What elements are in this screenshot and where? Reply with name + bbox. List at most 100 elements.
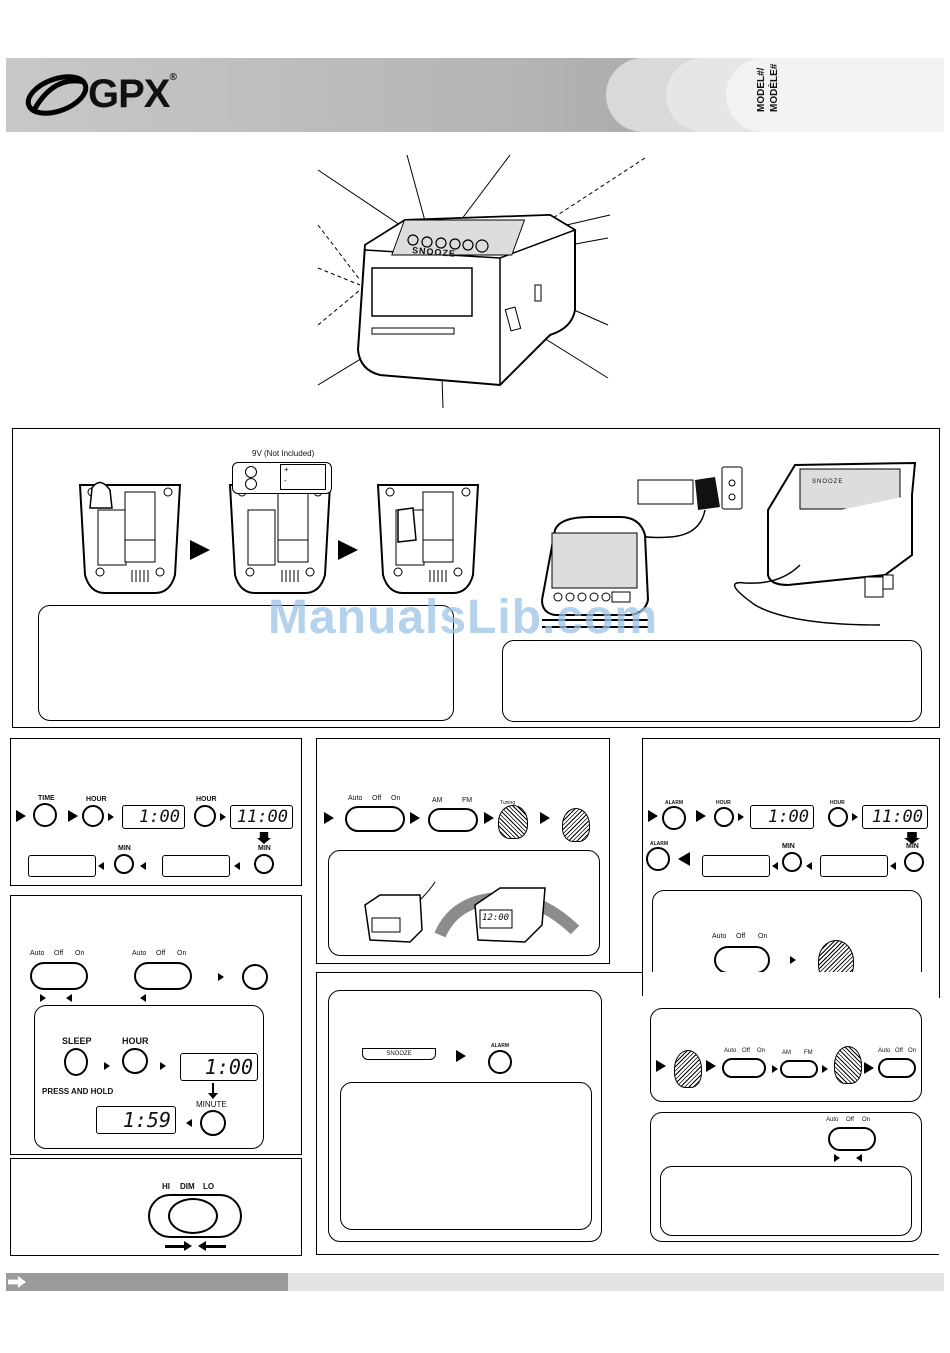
arrow xyxy=(864,1062,874,1074)
arrow xyxy=(40,994,46,1002)
alarm-button-label: ALARM xyxy=(665,800,684,806)
arrow xyxy=(738,813,744,821)
model-label: MODEL#/ xyxy=(756,67,767,112)
step-arrow-1 xyxy=(190,540,210,560)
arrow xyxy=(220,813,226,821)
ac-power-diagram xyxy=(540,461,917,628)
arrow xyxy=(678,852,690,866)
min-button-label: MIN xyxy=(782,843,795,850)
band-switch[interactable] xyxy=(428,808,478,832)
dimmer-hi-label: HI xyxy=(162,1182,170,1191)
switch-on-label: On xyxy=(757,1048,766,1054)
band-switch[interactable] xyxy=(780,1060,818,1078)
alarm-button[interactable] xyxy=(662,806,686,830)
switch-off-label: Off xyxy=(156,950,166,957)
sleep-button[interactable] xyxy=(242,964,268,990)
band-fm-label: FM xyxy=(804,1050,813,1056)
radio-clock-display: 12:00 xyxy=(482,913,510,923)
alarm-button-label: ALARM xyxy=(650,841,669,847)
divider xyxy=(642,972,643,996)
header-bar xyxy=(6,58,944,132)
down-arrow xyxy=(904,832,920,844)
time-display-2: 11:00 xyxy=(230,805,293,829)
arrow xyxy=(696,810,706,822)
arrow xyxy=(104,1062,110,1070)
down-arrow xyxy=(208,1093,218,1099)
min-button[interactable] xyxy=(782,852,802,872)
arrow xyxy=(140,862,146,870)
switch-on-label: On xyxy=(908,1048,917,1054)
min-button-label: MIN xyxy=(118,845,131,852)
ac-text-box xyxy=(502,640,922,722)
minute-button[interactable] xyxy=(200,1110,226,1136)
switch-auto-label: Auto xyxy=(712,933,727,940)
clock-back-2 xyxy=(228,484,332,594)
footer-bar-dark xyxy=(6,1273,288,1291)
dimmer-knob[interactable] xyxy=(168,1198,218,1234)
arrow xyxy=(186,1119,192,1127)
sleep-switch-2[interactable] xyxy=(134,962,192,990)
sleep-switch-1[interactable] xyxy=(30,962,88,990)
switch-auto-label: Auto xyxy=(724,1048,737,1054)
battery-plus: + xyxy=(284,465,289,474)
volume-dial-icon[interactable] xyxy=(562,808,590,842)
switch-on-label: On xyxy=(391,795,401,802)
alarm-mode-switch[interactable] xyxy=(714,946,770,974)
min-button-label: MIN xyxy=(258,845,271,852)
minute-button-label: MINUTE xyxy=(196,1100,227,1109)
header-swoosh-3 xyxy=(726,58,944,132)
hour-button-label: HOUR xyxy=(716,800,731,806)
sleep-button-label: SLEEP xyxy=(62,1036,92,1046)
tuning-dial-icon[interactable] xyxy=(834,1046,862,1084)
band-am-label: AM xyxy=(782,1050,791,1056)
switch-auto-label: Auto xyxy=(132,950,147,957)
snooze-bar[interactable]: SNOOZE xyxy=(362,1048,436,1060)
start-arrow xyxy=(656,1060,666,1072)
arrow xyxy=(706,1060,716,1072)
arrow xyxy=(852,813,858,821)
min-button[interactable] xyxy=(254,854,274,874)
sleep-button[interactable] xyxy=(64,1048,88,1076)
alarm-button[interactable] xyxy=(646,847,670,871)
arrow xyxy=(140,994,146,1002)
hour-button[interactable] xyxy=(828,807,848,827)
gpx-logo-icon xyxy=(25,74,89,116)
watermark: ManualsLib.com xyxy=(268,591,659,644)
switch-on-label: On xyxy=(177,950,187,957)
switch-on-label: On xyxy=(758,933,768,940)
switch-off-label: Off xyxy=(736,933,746,940)
arrow xyxy=(184,1241,192,1251)
switch-off-label: Off xyxy=(372,795,382,802)
arrow xyxy=(484,812,494,824)
function-switch[interactable] xyxy=(722,1058,766,1078)
start-arrow xyxy=(16,810,26,822)
alarm-mode-switch[interactable] xyxy=(828,1127,876,1151)
hour-button[interactable] xyxy=(122,1048,148,1074)
time-display-1: 1:00 xyxy=(122,805,185,829)
press-hold-label: PRESS AND HOLD xyxy=(42,1087,114,1096)
switch-on-label: On xyxy=(862,1117,871,1123)
switch-auto-label: Auto xyxy=(30,950,45,957)
hour-button[interactable] xyxy=(194,805,216,827)
hour-button[interactable] xyxy=(82,805,104,827)
alarm-off-text-box xyxy=(660,1166,912,1236)
min-button[interactable] xyxy=(904,852,924,872)
battery-icon xyxy=(280,464,326,490)
product-diagram xyxy=(317,154,646,409)
alarm-button[interactable] xyxy=(488,1050,512,1074)
arrow xyxy=(822,1065,828,1073)
hour-button[interactable] xyxy=(714,807,734,827)
time-button[interactable] xyxy=(33,803,57,827)
function-switch[interactable] xyxy=(345,806,405,832)
down-arrow xyxy=(257,832,271,844)
tuning-dial-icon[interactable] xyxy=(498,805,528,839)
battery-label: 9V (Not Included) xyxy=(252,449,315,458)
clock-back-1 xyxy=(78,481,182,594)
min-button[interactable] xyxy=(114,854,134,874)
battery-text-box xyxy=(38,605,454,721)
switch-auto-label: Auto xyxy=(348,795,363,802)
function-switch[interactable] xyxy=(878,1058,916,1078)
volume-dial-icon[interactable] xyxy=(674,1050,702,1088)
sleep-display-2: 1:59 xyxy=(96,1106,176,1134)
antenna-diagram xyxy=(364,881,580,943)
